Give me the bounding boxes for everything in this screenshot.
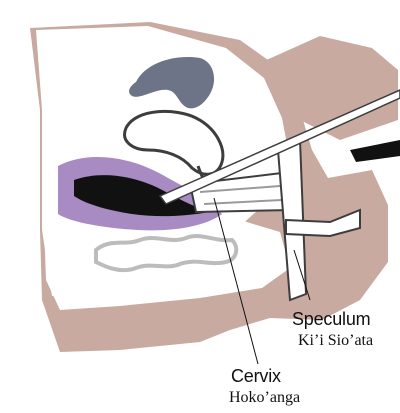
speculum-tongan-label: Ki’i Sio’ata xyxy=(298,332,373,350)
cervix-tongan-label: Hoko’anga xyxy=(229,389,300,407)
speculum-label: Speculum xyxy=(292,309,370,330)
cervix-label: Cervix xyxy=(231,366,281,387)
swab-tip xyxy=(350,140,400,162)
